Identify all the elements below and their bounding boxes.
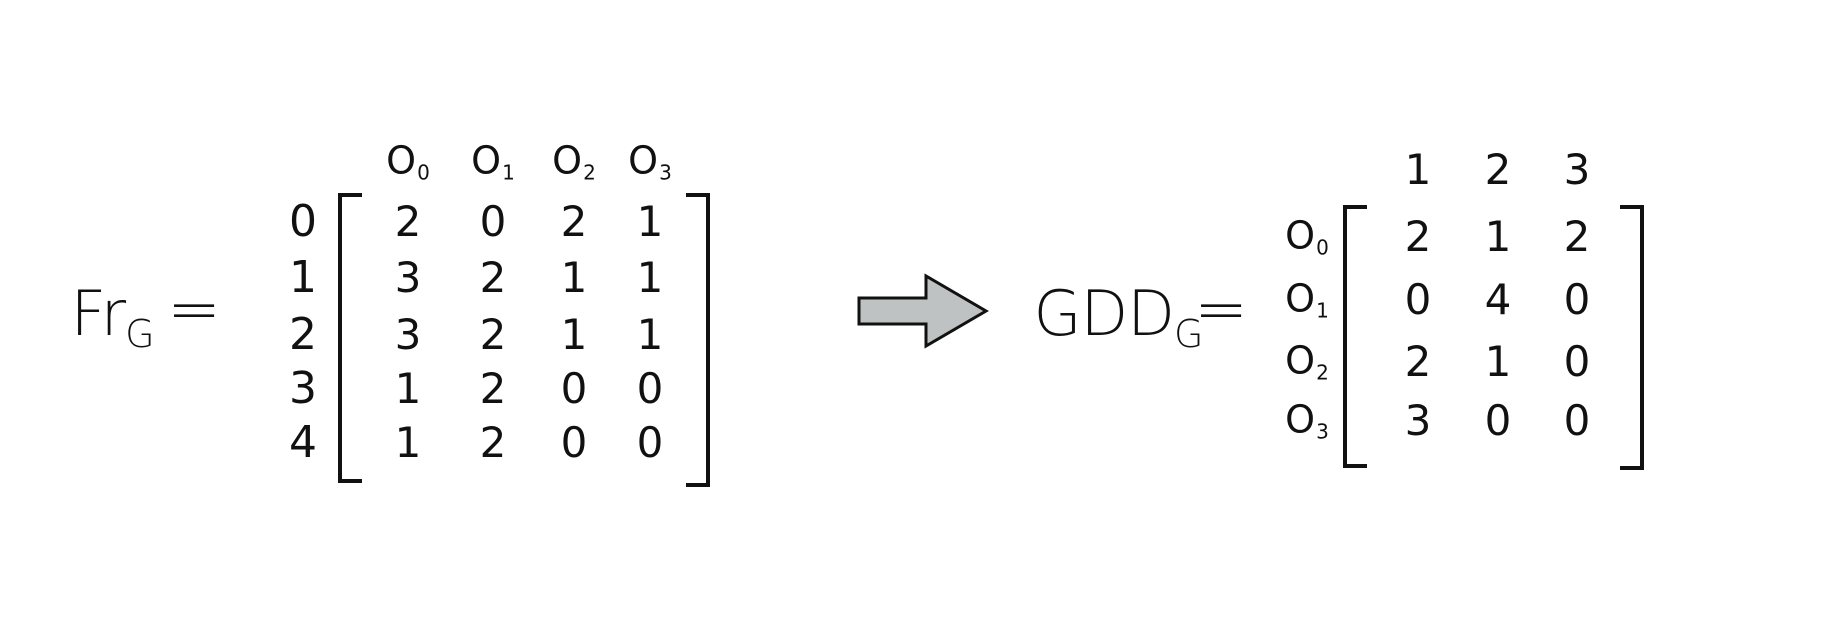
fr-symbol-subscript: G xyxy=(125,312,154,356)
gdd-row-label: O1 xyxy=(1285,280,1329,321)
fr-column-header-base: O xyxy=(552,138,583,183)
gdd-matrix-left-bracket xyxy=(1343,205,1367,468)
gdd-row-label-subscript: 3 xyxy=(1316,419,1329,444)
fr-column-header-base: O xyxy=(471,138,502,183)
fr-matrix-cell: 2 xyxy=(560,197,588,246)
fr-row-label: 0 xyxy=(289,196,317,247)
fr-column-header: O3 xyxy=(628,142,672,183)
fr-matrix-right-bracket xyxy=(686,193,710,487)
fr-matrix-cell: 2 xyxy=(479,310,507,359)
gdd-matrix-cell: 0 xyxy=(1563,396,1591,445)
gdd-symbol-base: GDD xyxy=(1033,277,1176,350)
fr-column-header-subscript: 0 xyxy=(417,160,430,185)
gdd-row-label: O0 xyxy=(1285,217,1329,258)
fr-matrix-cell: 1 xyxy=(636,253,664,302)
fr-matrix-cell: 3 xyxy=(394,310,422,359)
fr-row-label: 4 xyxy=(289,417,317,468)
gdd-row-label-subscript: 2 xyxy=(1316,360,1329,385)
fr-matrix-cell: 1 xyxy=(636,310,664,359)
gdd-matrix-cell: 4 xyxy=(1484,275,1512,324)
fr-matrix-cell: 1 xyxy=(560,310,588,359)
fr-matrix-cell: 0 xyxy=(479,197,507,246)
fr-symbol-base: Fr xyxy=(70,277,126,350)
fr-matrix-cell: 2 xyxy=(479,418,507,467)
fr-column-header-subscript: 1 xyxy=(502,160,515,185)
gdd-symbol-subscript: G xyxy=(1174,312,1203,356)
gdd-matrix-cell: 2 xyxy=(1404,212,1432,261)
gdd-matrix-cell: 2 xyxy=(1404,337,1432,386)
fr-matrix-cell: 0 xyxy=(636,418,664,467)
gdd-row-label-subscript: 0 xyxy=(1316,235,1329,260)
fr-matrix-cell: 0 xyxy=(636,364,664,413)
gdd-matrix-cell: 3 xyxy=(1404,396,1432,445)
fr-matrix-cell: 2 xyxy=(479,253,507,302)
gdd-symbol: GDDG xyxy=(1034,283,1204,356)
fr-matrix-cell: 2 xyxy=(479,364,507,413)
fr-column-header: O1 xyxy=(471,142,515,183)
gdd-matrix-cell: 1 xyxy=(1484,337,1512,386)
gdd-row-label: O2 xyxy=(1285,342,1329,383)
gdd-row-label-base: O xyxy=(1285,397,1316,442)
fr-row-label: 2 xyxy=(289,309,317,360)
gdd-row-label-base: O xyxy=(1285,276,1316,321)
gdd-row-label-base: O xyxy=(1285,338,1316,383)
fr-column-header: O0 xyxy=(386,142,430,183)
fr-matrix-cell: 2 xyxy=(394,197,422,246)
fr-column-header-subscript: 3 xyxy=(659,160,672,185)
gdd-column-header: 1 xyxy=(1404,145,1432,194)
fr-matrix-cell: 1 xyxy=(394,418,422,467)
fr-row-label: 1 xyxy=(289,252,317,303)
gdd-row-label-subscript: 1 xyxy=(1316,298,1329,323)
gdd-matrix-cell: 0 xyxy=(1563,275,1591,324)
fr-symbol: FrG xyxy=(70,283,154,356)
fr-matrix-cell: 3 xyxy=(394,253,422,302)
gdd-matrix-cell: 0 xyxy=(1404,275,1432,324)
fr-row-label: 3 xyxy=(289,363,317,414)
gdd-matrix-cell: 1 xyxy=(1484,212,1512,261)
gdd-column-header: 3 xyxy=(1563,145,1591,194)
fr-matrix-cell: 1 xyxy=(636,197,664,246)
right-arrow-icon xyxy=(857,273,989,349)
gdd-row-label-base: O xyxy=(1285,213,1316,258)
gdd-matrix-cell: 2 xyxy=(1563,212,1591,261)
gdd-matrix-cell: 0 xyxy=(1563,337,1591,386)
gdd-row-label: O3 xyxy=(1285,401,1329,442)
fr-matrix-cell: 1 xyxy=(394,364,422,413)
fr-matrix-cell: 0 xyxy=(560,364,588,413)
fr-column-header: O2 xyxy=(552,142,596,183)
gdd-matrix-cell: 0 xyxy=(1484,396,1512,445)
gdd-matrix-right-bracket xyxy=(1620,205,1644,470)
gdd-equals-sign: = xyxy=(1194,273,1248,347)
fr-equals-sign: = xyxy=(167,273,221,347)
fr-column-header-base: O xyxy=(386,138,417,183)
gdd-column-header: 2 xyxy=(1484,145,1512,194)
fr-column-header-base: O xyxy=(628,138,659,183)
fr-matrix-left-bracket xyxy=(338,193,362,483)
fr-matrix-cell: 1 xyxy=(560,253,588,302)
fr-matrix-cell: 0 xyxy=(560,418,588,467)
fr-column-header-subscript: 2 xyxy=(583,160,596,185)
